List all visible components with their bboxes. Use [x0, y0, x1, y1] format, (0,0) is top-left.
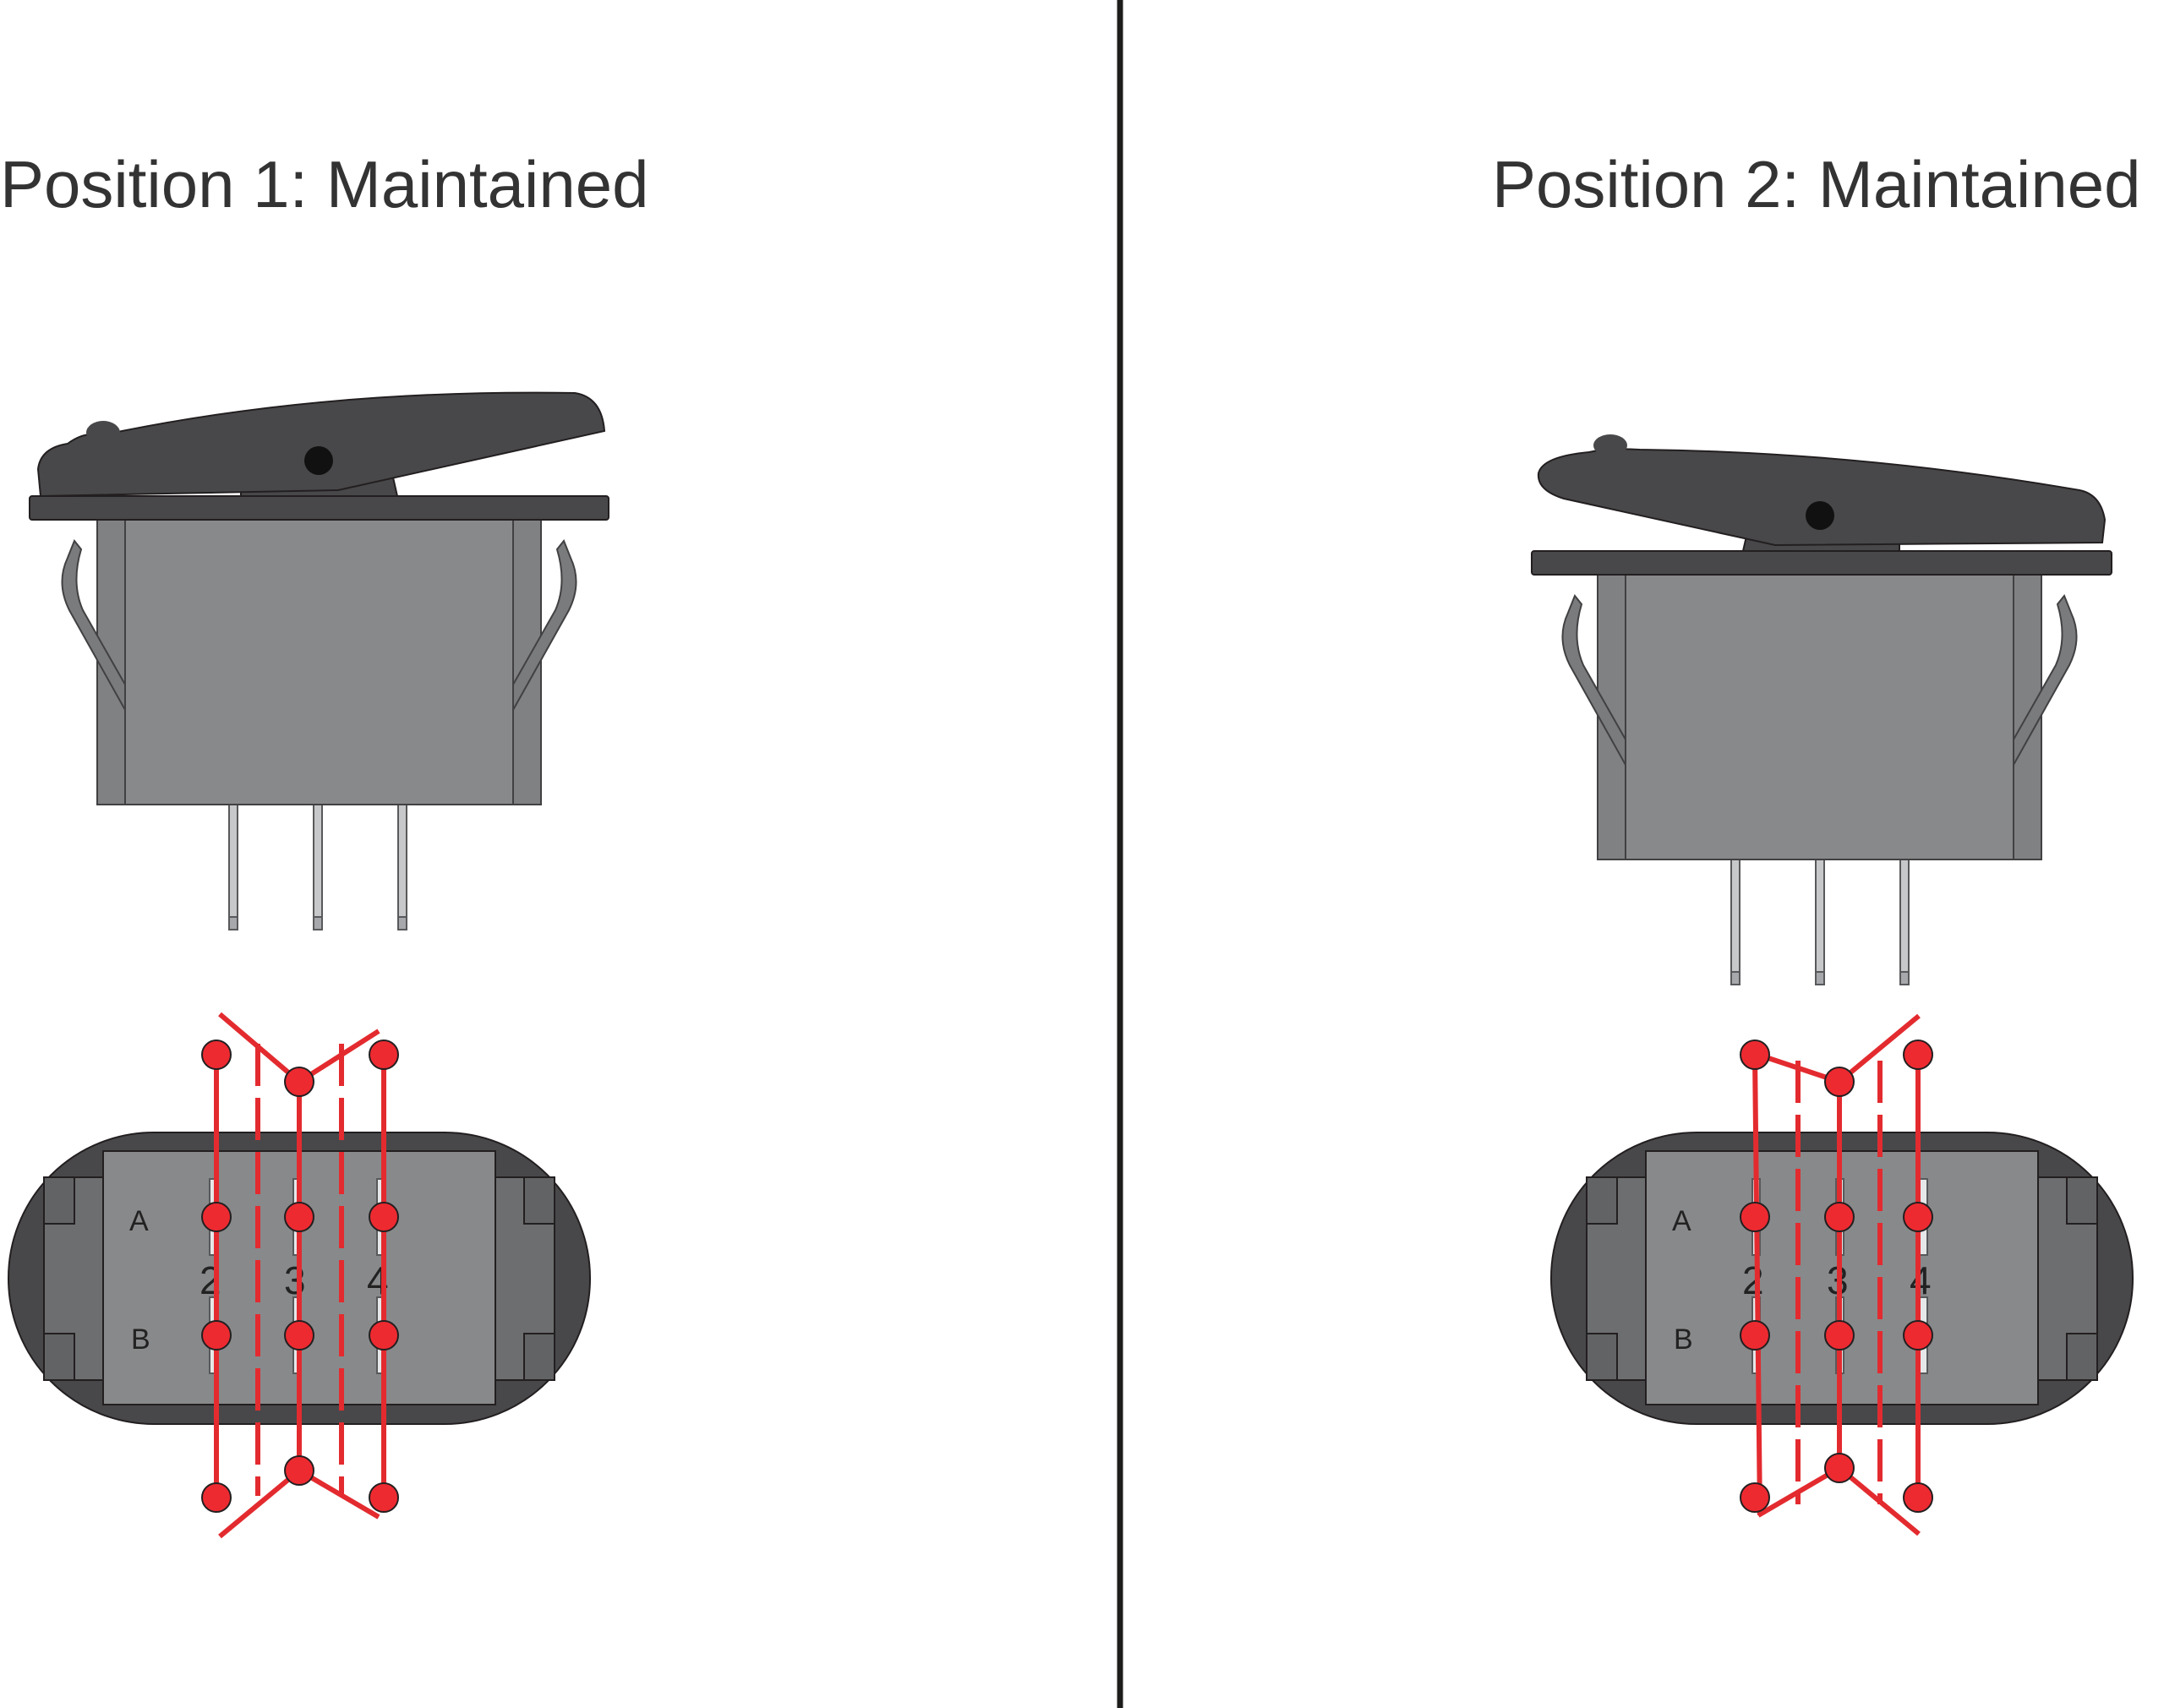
row-label-a: A: [129, 1205, 149, 1237]
switch-housing: [96, 516, 542, 805]
pin-label-3: 3: [284, 1258, 306, 1302]
spring-clip-right: [2013, 594, 2078, 768]
terminal-pins: [228, 802, 407, 930]
switch-side-view: [1531, 434, 2112, 985]
row-label-b: B: [1674, 1323, 1693, 1356]
switch-bottom-view: A B 2 3 4: [8, 1012, 591, 1539]
panel-title: Position 2: Maintained: [1492, 147, 2140, 221]
pin-label-2: 2: [1742, 1258, 1764, 1302]
row-label-a: A: [1672, 1205, 1691, 1237]
spring-clip-right: [512, 539, 577, 713]
contact-dots: [201, 1040, 399, 1513]
rocker-actuator: [1537, 448, 2107, 547]
panel-position-2: Position 2: Maintained: [1492, 147, 2140, 1536]
terminal-pins: [1730, 857, 1910, 985]
spring-clip-left: [61, 539, 126, 713]
panel-position-1: Position 1: Maintained: [0, 147, 648, 1539]
switch-side-view: [29, 391, 609, 930]
rocker-actuator: [36, 391, 606, 498]
row-label-b: B: [131, 1323, 150, 1356]
panel-title: Position 1: Maintained: [0, 147, 648, 221]
spring-clip-left: [1561, 594, 1626, 768]
switch-bezel: [29, 495, 609, 521]
circuit-lines: [214, 1012, 386, 1539]
switch-bottom-view: A B 2 3 4: [1550, 1013, 2134, 1536]
switch-bezel: [1531, 550, 2112, 576]
rocker-knob: [86, 421, 120, 445]
rocker-knob: [1593, 434, 1627, 456]
rocker-pivot-dot: [304, 446, 333, 475]
rocker-pivot-dot: [1806, 501, 1834, 530]
contact-dots: [1740, 1040, 1933, 1513]
switch-housing: [1597, 571, 2042, 860]
